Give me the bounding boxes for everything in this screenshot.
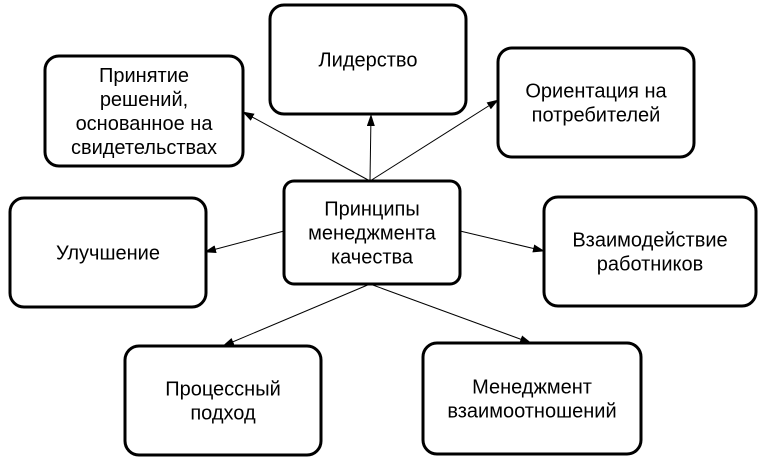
arrow-to-improvement: [204, 230, 285, 254]
node-label-line: Взаимодействие: [572, 230, 727, 252]
node-label-line: Ориентация на: [525, 81, 667, 103]
node-label-line: Процессный: [165, 379, 281, 401]
node-label-line: Менеджмент: [472, 377, 592, 399]
arrow-to-decisions: [242, 111, 371, 182]
arrow-to-relationships: [369, 283, 532, 344]
node-box-relationships: [421, 341, 643, 456]
node-label-line: Принципы: [324, 199, 420, 221]
node-box-decisions: [43, 54, 245, 168]
node-label-line: подход: [190, 403, 256, 425]
node-label-line: Улучшение: [56, 243, 160, 265]
node-label-line: основанное на: [76, 113, 214, 135]
node-box-center: [282, 179, 462, 286]
node-label-line: Лидерство: [319, 50, 418, 72]
node-box-engagement: [542, 195, 758, 308]
arrow-to-customer: [369, 99, 499, 182]
node-label-line: менеджмента: [308, 223, 437, 245]
node-label-line: свидетельствах: [71, 137, 217, 159]
node-improvement: Улучшение: [8, 196, 208, 309]
arrow-to-leadership: [366, 114, 375, 182]
node-label-line: взаимоотношений: [447, 401, 616, 423]
node-label-line: работников: [597, 254, 703, 276]
node-box-customer: [496, 46, 696, 159]
node-box-improvement: [8, 196, 208, 309]
node-label-line: решений,: [100, 89, 188, 111]
node-label-line: Принятие: [99, 65, 189, 87]
node-label-line: потребителей: [532, 105, 661, 127]
node-leadership: Лидерство: [268, 3, 468, 116]
node-box-leadership: [268, 3, 468, 116]
arrow-to-engagement: [459, 230, 545, 253]
node-box-process: [123, 344, 323, 457]
connectors: [204, 99, 545, 347]
arrow-to-process: [222, 283, 371, 347]
node-label-line: качества: [331, 247, 414, 269]
